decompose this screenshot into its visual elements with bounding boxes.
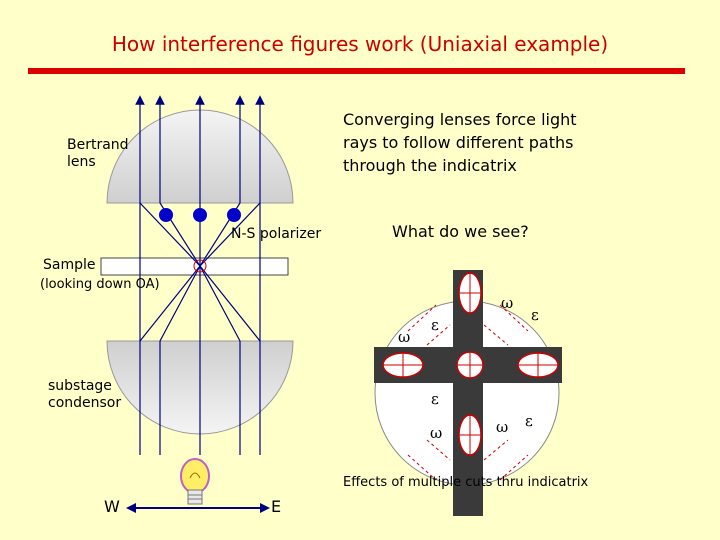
title-underline bbox=[28, 68, 685, 74]
substage-line2: condensor bbox=[48, 395, 122, 411]
converging-note: Converging lenses force light rays to fo… bbox=[343, 108, 577, 177]
substage-line1: substage bbox=[48, 378, 112, 394]
converging-line3: through the indicatrix bbox=[343, 156, 517, 175]
bertrand-lens-label: Bertrand lens bbox=[67, 137, 129, 171]
effects-caption: Effects of multiple cuts thru indicatrix bbox=[343, 475, 589, 490]
what-do-we-see-label: What do we see? bbox=[392, 222, 529, 241]
omega-symbol: ω bbox=[496, 418, 508, 436]
light-rays bbox=[135, 95, 265, 455]
looking-down-oa-label: (looking down OA) bbox=[40, 277, 160, 292]
substage-condensor-label: substage condensor bbox=[48, 378, 121, 412]
converging-line2: rays to follow different paths bbox=[343, 133, 574, 152]
omega-symbol: ω bbox=[430, 424, 442, 442]
east-label: E bbox=[271, 497, 282, 516]
west-label: W bbox=[104, 497, 120, 516]
focus-point bbox=[193, 259, 207, 273]
epsilon-symbol: ε bbox=[431, 316, 439, 334]
epsilon-symbol: ε bbox=[431, 390, 439, 408]
sample-label: Sample bbox=[43, 257, 96, 273]
converging-line1: Converging lenses force light bbox=[343, 110, 577, 129]
epsilon-symbol: ε bbox=[525, 412, 533, 430]
epsilon-symbol: ε bbox=[531, 306, 539, 324]
page-title: How interference figures work (Uniaxial … bbox=[111, 32, 609, 56]
omega-symbol: ω bbox=[501, 294, 513, 312]
bertrand-label-line2: lens bbox=[67, 154, 96, 170]
we-arrow bbox=[126, 503, 270, 513]
bertrand-label-line1: Bertrand bbox=[67, 137, 129, 153]
light-bulb-icon bbox=[180, 458, 210, 505]
omega-symbol: ω bbox=[398, 328, 410, 346]
interference-figure: ω ε ω ε ε ω ω ε bbox=[374, 270, 562, 516]
ray-markers bbox=[159, 208, 241, 222]
polarizer-label: N-S polarizer bbox=[231, 226, 322, 242]
